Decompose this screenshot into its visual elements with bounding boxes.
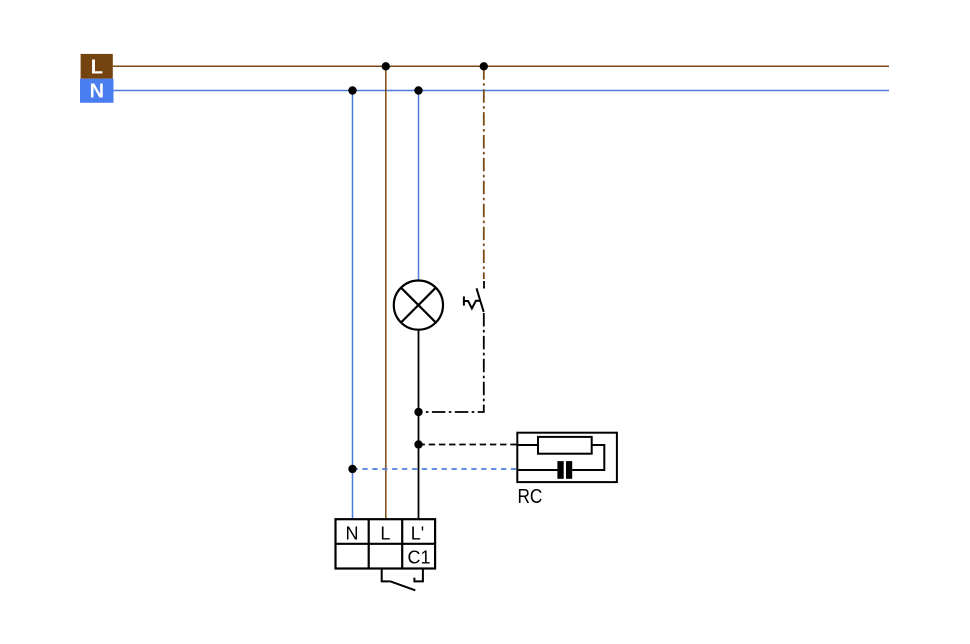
svg-text:L: L [380,524,390,544]
svg-text:N: N [346,524,359,544]
svg-text:N: N [90,81,104,103]
svg-text:RC: RC [518,485,543,508]
svg-text:C1: C1 [407,548,430,568]
svg-text:L: L [91,57,103,79]
svg-text:L': L' [411,524,424,544]
